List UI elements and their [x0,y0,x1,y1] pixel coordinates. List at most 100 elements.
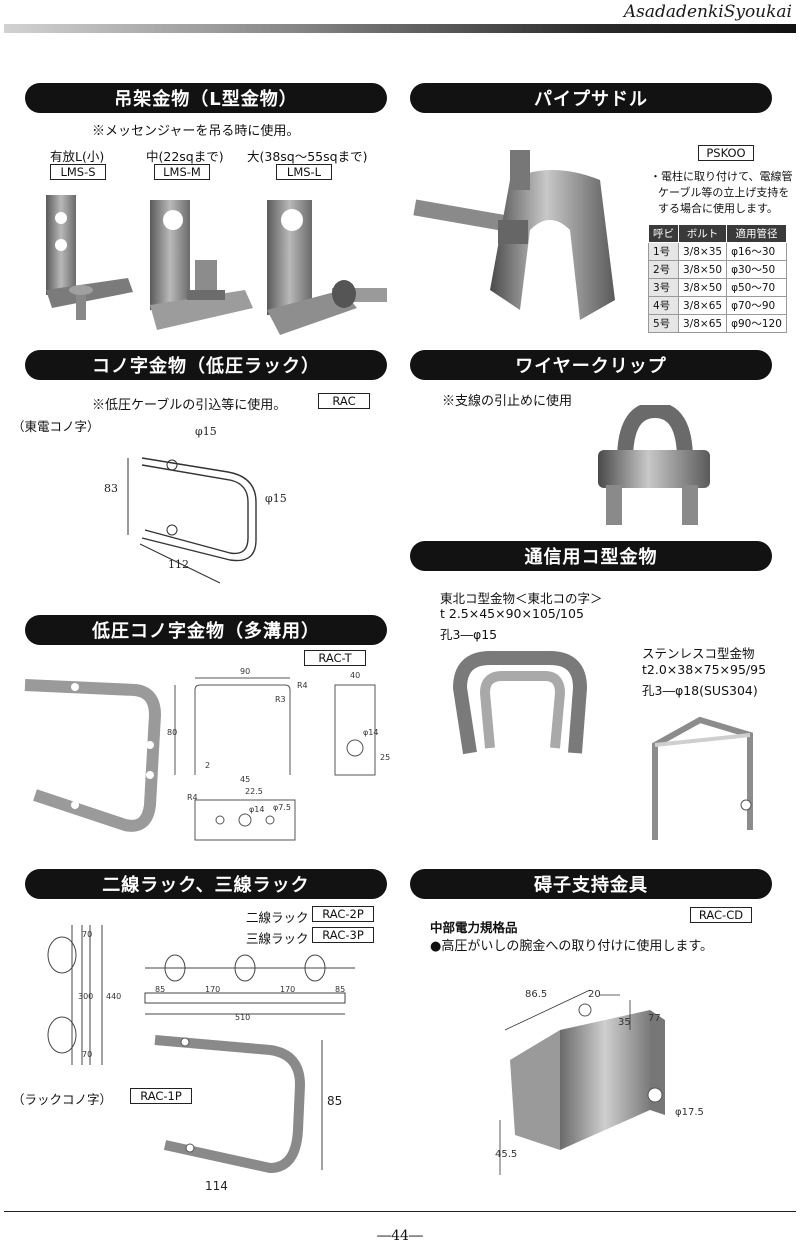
stainless-bracket-photo [652,716,753,840]
kono-dim-hole-side: φ15 [265,492,287,505]
insulator-code: RAC-CD [690,907,752,923]
rack-dim-85v: 85 [327,1094,342,1108]
rack-dim-440: 440 [106,992,121,1001]
rack-dim-510: 510 [235,1013,250,1022]
spec-cell: 5号 [648,314,679,333]
spec-header: 適用管径 [726,224,787,243]
wire-clip-photo [598,405,710,525]
spec-table-header-row: 呼ビ ボルト 適用管径 [648,224,787,243]
kono-bracket-sub: （東電コノ字） [12,419,100,434]
mg-dim-d14: φ14 [363,728,378,737]
section-title-comm-bracket: 通信用コ型金物 [410,541,772,571]
rack-3p-code: RAC-3P [312,927,374,943]
section-title-kono-bracket: コノ字金物（低圧ラック） [25,350,387,380]
rack-side-drawing: 70 300 440 70 [47,925,121,1065]
comm-stainless-line-1: ステンレスコ型金物 [642,646,755,661]
kono-bracket-note: ※低圧ケーブルの引込等に使用。 [92,398,287,413]
spec-cell: φ16～30 [726,242,787,261]
ins-dim-175: φ17.5 [675,1107,704,1118]
pipe-saddle-photo [413,150,615,320]
rack-front-drawing: 85 170 170 85 510 [144,954,355,1022]
tohoku-bracket-photo [452,651,588,755]
rack-1p-code: RAC-1P [130,1088,192,1104]
comm-stainless-line-2: t2.0×38×75×95/95 [642,662,767,677]
insulator-support-drawing: 86.5 20 35 77 φ17.5 45.5 [495,989,704,1175]
mg-dim-d14b: φ14 [249,805,264,814]
ins-dim-865: 86.5 [525,989,547,1000]
brand-name: AsadadenkiSyoukai [623,2,792,22]
l-hanger-code-l: LMS-L [276,164,332,180]
rack-dim-70a: 70 [82,930,92,939]
mg-dim-r4b: R4 [187,793,198,802]
mg-dim-90: 90 [240,667,250,676]
rack-2p-label: 二線ラック [246,910,309,925]
kono-dim-hole-top: φ15 [195,425,217,438]
spec-cell: 3/8×50 [677,260,728,279]
pipe-saddle-desc-1: ・電柱に取り付けて、電線管 [650,170,793,183]
comm-tohoku-line-3: 孔3―φ15 [440,627,498,642]
section-title-l-hanger: 吊架金物（L型金物） [25,83,387,113]
l-hanger-label-s: 有放L(小) [50,149,105,164]
spec-cell: 3号 [648,278,679,297]
rack-dim-170b: 170 [280,985,295,994]
multi-groove-photo [24,679,162,832]
comm-stainless-line-3: 孔3―φ18(SUS304) [642,683,758,698]
spec-cell: 1号 [648,242,679,261]
insulator-line-1: 中部電力規格品 [430,920,518,935]
spec-cell: φ70～90 [726,296,787,315]
mg-dim-2: 2 [205,761,210,770]
header-bar [4,24,796,33]
spec-cell: 3/8×65 [677,314,728,333]
footer-divider [4,1211,796,1212]
pipe-saddle-code: PSKOO [698,145,754,161]
mg-dim-45: 45 [240,775,250,784]
spec-header: 呼ビ [648,224,679,243]
l-hanger-label-l: 大(38sq～55sqまで) [247,149,368,164]
l-hanger-label-m: 中(22sqまで) [146,149,224,164]
spec-cell: 3/8×35 [677,242,728,261]
l-hanger-small-photo [46,195,133,320]
spec-cell: 2号 [648,260,679,279]
multi-groove-code: RAC-T [304,650,366,666]
rack-dim-85b: 85 [335,985,345,994]
mg-dim-225: 22.5 [245,787,263,796]
spec-cell: 4号 [648,296,679,315]
section-title-wire-clip: ワイヤークリップ [410,350,772,380]
l-hanger-code-m: LMS-M [154,164,210,180]
section-title-insulator: 碍子支持金具 [410,869,772,899]
section-title-rack: 二線ラック、三線ラック [25,869,387,899]
rack-dim-300: 300 [78,992,93,1001]
kono-dim-width: 112 [168,558,189,571]
rack-1p-drawing: 85 114 [154,1035,342,1193]
rack-dim-70b: 70 [82,1050,92,1059]
rack-2p-code: RAC-2P [312,906,374,922]
mg-dim-r3: R3 [275,695,286,704]
mg-dim-40: 40 [350,671,360,680]
spec-cell: φ30～50 [726,260,787,279]
l-hanger-note: ※メッセンジャーを吊る時に使用。 [92,124,300,139]
pipe-saddle-desc-2: ケーブル等の立上げ支持を [658,186,790,199]
kono-dim-height: 83 [104,482,118,495]
kono-bracket-drawing: φ15 φ15 83 112 [104,425,287,584]
ins-dim-455: 45.5 [495,1149,517,1160]
spec-cell: 3/8×50 [677,278,728,297]
insulator-line-2: ●高圧がいしの腕金への取り付けに使用します。 [430,939,714,954]
multi-groove-drawing: 90 R4 R3 80 2 40 25 φ14 45 22.5 R4 φ14 φ… [167,667,390,841]
spec-cell: φ50～70 [726,278,787,297]
kono-bracket-code: RAC [318,393,370,409]
mg-dim-80: 80 [167,728,177,737]
wire-clip-note: ※支線の引止めに使用 [442,394,573,409]
rack-1p-sub: （ラックコノ字） [12,1092,113,1107]
rack-3p-label: 三線ラック [246,931,309,946]
l-hanger-code-s: LMS-S [50,164,106,180]
ins-dim-77: 77 [648,1013,661,1024]
spec-cell: φ90～120 [726,314,787,333]
rack-dim-114: 114 [205,1179,228,1193]
spec-header: ボルト [677,224,728,243]
spec-cell: 3/8×65 [677,296,728,315]
